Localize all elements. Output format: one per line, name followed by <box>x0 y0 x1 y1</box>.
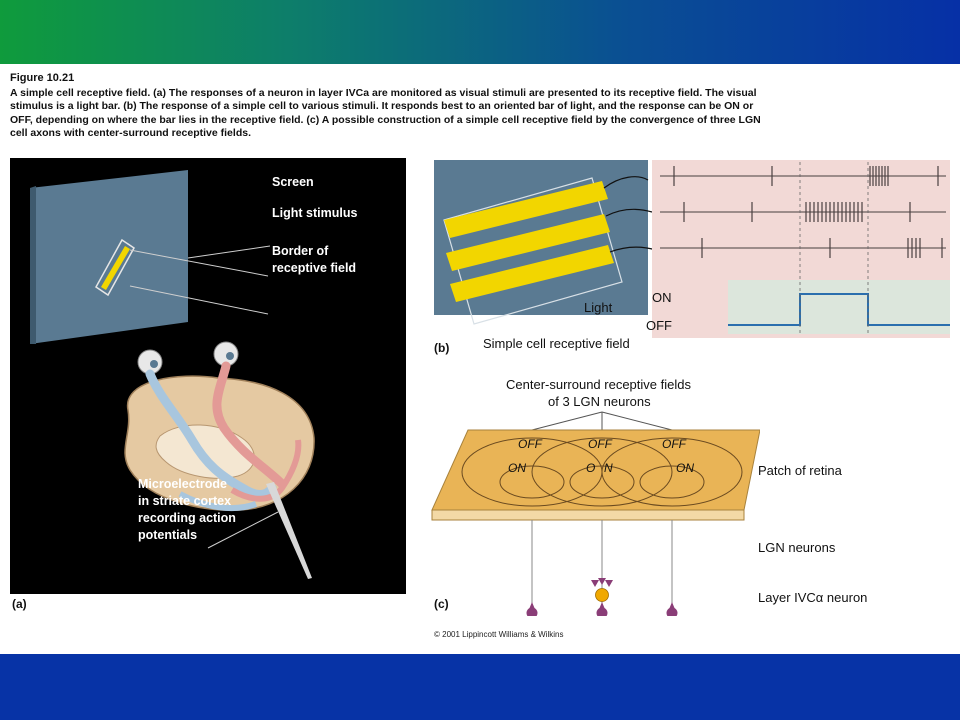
border-label-line2: receptive field <box>272 261 357 275</box>
light-trace-on-label: ON <box>652 290 672 305</box>
lgn-neuron-right <box>666 607 678 616</box>
figure-caption: A simple cell receptive field. (a) The r… <box>10 87 761 140</box>
lgn-neurons-label: LGN neurons <box>758 540 836 555</box>
on-label-right: ON <box>676 461 694 475</box>
title-pointer-left <box>531 411 603 431</box>
electrode-pointer <box>207 511 279 549</box>
electrode-label-line1: Microelectrode <box>138 477 227 491</box>
title-pointer-right <box>601 411 673 431</box>
panel-b-letter: (b) <box>434 341 450 355</box>
electrode-label-line4: potentials <box>138 528 198 542</box>
layer-neuron-graphic <box>591 578 613 602</box>
on-label-left: ON <box>508 461 526 475</box>
stimulus-bar-bottom <box>450 245 614 302</box>
panel-c-letter: (c) <box>434 597 449 611</box>
arrow-middle <box>605 208 653 217</box>
light-on-off-trace <box>728 293 950 326</box>
blue-cortex <box>178 491 258 512</box>
panel-a-letter: (a) <box>12 597 27 611</box>
off-label-left: OFF <box>518 437 542 451</box>
spikes-middle <box>683 202 911 222</box>
synapse-left <box>591 580 599 587</box>
retina-patch-edge <box>431 509 745 521</box>
axon-right-converge <box>667 613 673 616</box>
outer-field-center <box>531 437 673 507</box>
inner-field-center <box>569 465 635 499</box>
panel-b-illustration <box>434 160 950 338</box>
light-label: Light <box>584 300 613 315</box>
electrode-label-line2: in striate cortex <box>138 494 232 508</box>
screen-label: Screen <box>272 175 314 189</box>
stimulus-bar-middle <box>446 214 610 271</box>
screen-pointer <box>187 245 271 259</box>
panel-c-illustration <box>431 411 760 616</box>
lgn-neuron-left <box>526 607 538 616</box>
light-stimulus-bar <box>101 246 130 290</box>
spikes-top <box>673 166 939 186</box>
on-label-center-o: O <box>586 461 596 475</box>
axon-left-converge <box>531 613 537 616</box>
copyright: © 2001 Lippincott Williams & Wilkins <box>434 630 564 639</box>
outer-field-right <box>601 437 743 507</box>
microelectrode <box>266 482 312 579</box>
screen-edge <box>30 186 36 344</box>
layer-neuron-label: Layer IVCα neuron <box>758 590 868 605</box>
red-visual-pathway <box>212 361 287 489</box>
border-pointer <box>129 285 269 315</box>
figure-number: Figure 10.21 <box>10 72 75 84</box>
lgn-neuron-center <box>596 607 608 616</box>
spikes-bottom <box>701 238 943 258</box>
red-cortex <box>230 439 302 502</box>
slide-body: Figure 10.21 A simple cell receptive fie… <box>0 64 960 654</box>
center-surround-title-line2: of 3 LGN neurons <box>548 394 651 409</box>
off-label-center: OFF <box>588 437 612 451</box>
synapse-right <box>605 580 613 587</box>
blue-visual-pathway <box>145 369 277 499</box>
patch-of-retina-label: Patch of retina <box>758 463 842 478</box>
receptive-field-border <box>95 238 135 297</box>
panel-a-illustration <box>10 158 406 594</box>
footer-band <box>0 654 960 720</box>
on-label-center-n: N <box>604 461 613 475</box>
stimulus-bar-top <box>444 181 608 238</box>
layer-ivc-neuron <box>595 588 609 602</box>
off-label-right: OFF <box>662 437 686 451</box>
light-trace-off-label: OFF <box>646 318 672 333</box>
stimulus-pointer <box>129 249 269 277</box>
receptive-field-label: Simple cell receptive field <box>483 336 630 351</box>
arrow-top <box>603 176 649 189</box>
inner-field-right <box>639 465 705 499</box>
border-label-line1: Border of <box>272 244 329 258</box>
inner-field-left <box>499 465 565 499</box>
light-stimulus-label: Light stimulus <box>272 206 358 220</box>
electrode-label-line3: recording action <box>138 511 236 525</box>
header-band <box>0 0 960 64</box>
screen <box>30 170 188 344</box>
synapse-center <box>598 578 606 585</box>
center-surround-title-line1: Center-surround receptive fields <box>506 377 691 392</box>
